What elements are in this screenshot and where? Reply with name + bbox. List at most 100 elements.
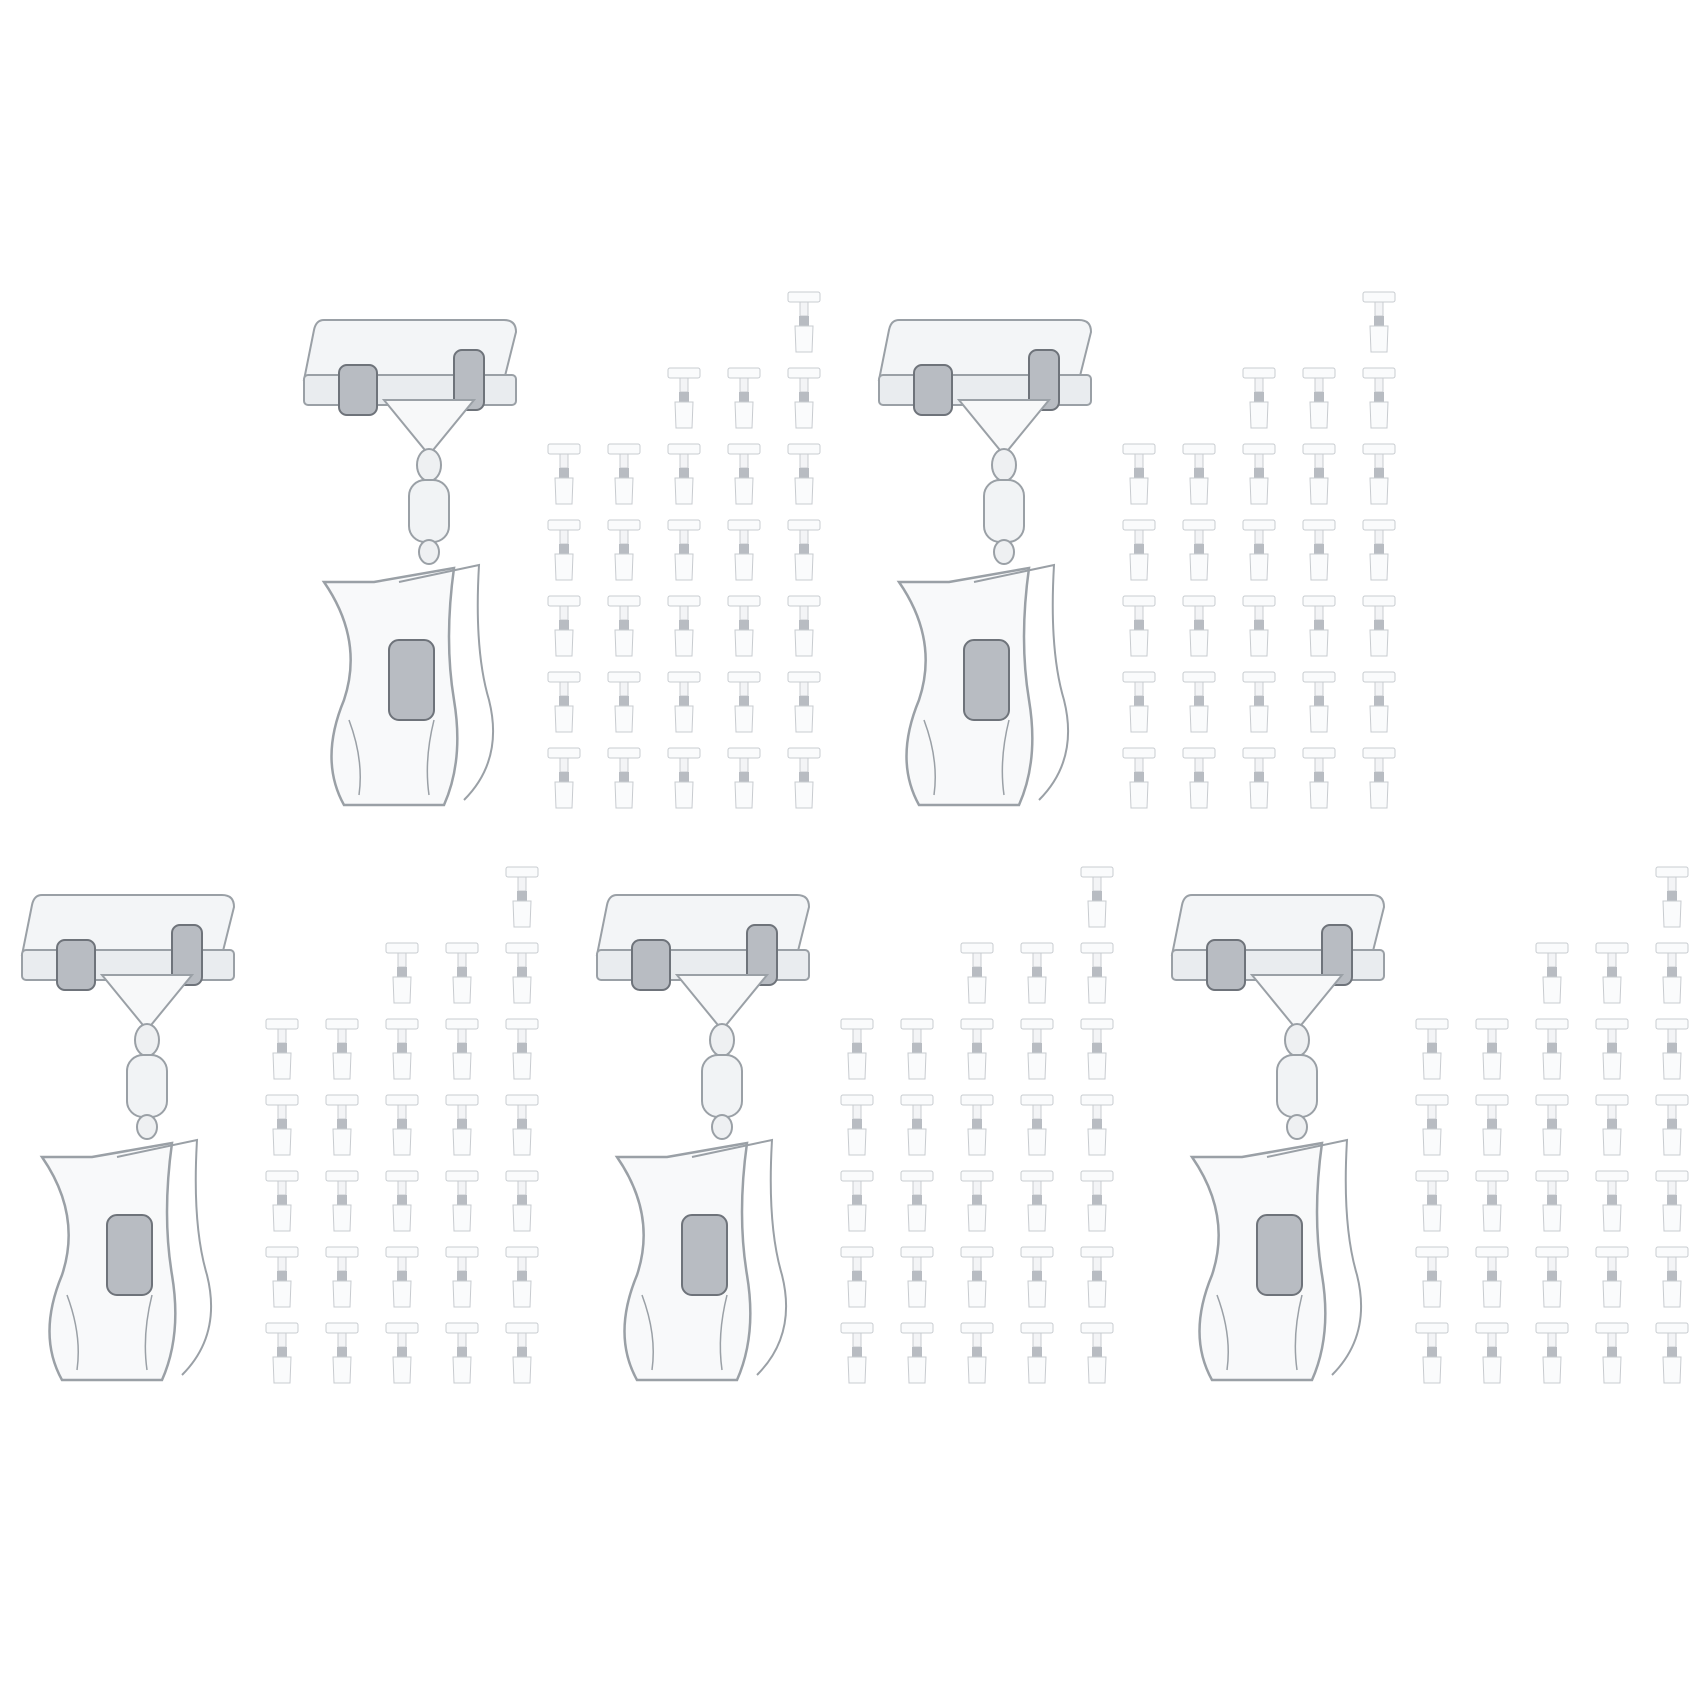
small-clip-spring (739, 696, 749, 706)
small-clip-stem (972, 952, 982, 968)
small-sign-clip (1020, 1246, 1054, 1308)
small-sign-clip (787, 595, 821, 657)
small-clip-stem (1032, 1180, 1042, 1196)
small-clip-spring (277, 1271, 287, 1281)
swivel-barrel (1276, 1054, 1318, 1118)
small-clip-stem (739, 453, 749, 469)
small-sign-clip (445, 1322, 479, 1384)
small-clip-top (787, 367, 821, 379)
small-clip-top (1415, 1170, 1449, 1182)
small-clip-body (614, 629, 634, 657)
small-clip-top (727, 671, 761, 683)
small-clip-spring (619, 468, 629, 478)
small-clip-stem (277, 1332, 287, 1348)
small-clip-spring (337, 1347, 347, 1357)
small-sign-clip (1535, 1170, 1569, 1232)
small-clip-spring (1547, 1271, 1557, 1281)
swivel-ball (991, 448, 1017, 482)
small-clip-top (727, 367, 761, 379)
small-clip-spring (1487, 1347, 1497, 1357)
small-clip-spring (1667, 1043, 1677, 1053)
small-clip-body (1129, 477, 1149, 505)
small-clip-body (1189, 553, 1209, 581)
small-clip-top (900, 1246, 934, 1258)
small-clip-top (607, 671, 641, 683)
small-clip-body (1129, 553, 1149, 581)
small-clip-spring (337, 1119, 347, 1129)
small-sign-clip (547, 443, 581, 505)
small-clip-stem (739, 377, 749, 393)
small-clip-body (674, 705, 694, 733)
small-clip-stem (1427, 1028, 1437, 1044)
small-clip-top (1362, 519, 1396, 531)
small-clip-top (265, 1246, 299, 1258)
small-clip-spring (1254, 772, 1264, 782)
small-clip-stem (852, 1104, 862, 1120)
small-clip-top (265, 1322, 299, 1334)
metal-spring-clip (1256, 1214, 1303, 1296)
small-clip-stem (1487, 1332, 1497, 1348)
small-clip-top (1302, 443, 1336, 455)
small-sign-clip (1655, 1170, 1689, 1232)
small-clip-spring (799, 772, 809, 782)
small-clip-spring (1487, 1195, 1497, 1205)
small-clip-body (1482, 1052, 1502, 1080)
small-clip-spring (1314, 772, 1324, 782)
small-clip-body (734, 781, 754, 809)
small-sign-clip (960, 1018, 994, 1080)
small-clip-top (325, 1322, 359, 1334)
small-sign-clip (667, 367, 701, 429)
small-clip-stem (1547, 1180, 1557, 1196)
small-clip-body (1662, 976, 1682, 1004)
small-clip-spring (1487, 1119, 1497, 1129)
small-clip-stem (912, 1104, 922, 1120)
small-sign-clip (1362, 443, 1396, 505)
small-clip-body (452, 1356, 472, 1384)
small-sign-clip (1535, 942, 1569, 1004)
small-clip-stem (1374, 301, 1384, 317)
small-clip-top (1595, 1094, 1629, 1106)
small-sign-clip (1415, 1094, 1449, 1156)
small-clip-top (265, 1094, 299, 1106)
small-clip-top (1302, 367, 1336, 379)
small-clip-spring (619, 772, 629, 782)
clip-jaw-back (398, 563, 495, 801)
small-clip-body (392, 1356, 412, 1384)
small-clip-top (1182, 519, 1216, 531)
small-clip-spring (457, 1043, 467, 1053)
small-clip-spring (972, 1119, 982, 1129)
clip-set (595, 866, 1114, 1384)
small-clip-top (1122, 747, 1156, 759)
swivel-ball (1284, 1023, 1310, 1057)
small-clip-body (1087, 900, 1107, 928)
small-sign-clip (1182, 671, 1216, 733)
small-clip-body (1309, 477, 1329, 505)
small-clip-spring (1092, 1271, 1102, 1281)
small-clip-stem (1374, 453, 1384, 469)
small-clip-spring (337, 1043, 347, 1053)
small-clip-spring (1547, 1043, 1557, 1053)
small-sign-clip (1415, 1322, 1449, 1384)
small-clip-top (1122, 519, 1156, 531)
small-clip-top (325, 1170, 359, 1182)
small-clip-body (794, 477, 814, 505)
small-clip-body (1087, 1204, 1107, 1232)
small-clip-body (272, 1204, 292, 1232)
small-sign-clip (385, 942, 419, 1004)
small-sign-clip (325, 1018, 359, 1080)
small-sign-clip (1242, 519, 1276, 581)
small-clip-spring (1092, 1195, 1102, 1205)
small-sign-clip (900, 1094, 934, 1156)
small-clip-top (1182, 671, 1216, 683)
small-clip-stem (679, 453, 689, 469)
small-clip-top (385, 1018, 419, 1030)
small-clip-body (1129, 781, 1149, 809)
small-clip-top (325, 1018, 359, 1030)
small-clip-stem (1487, 1180, 1497, 1196)
small-clip-stem (1314, 453, 1324, 469)
small-clip-top (1415, 1322, 1449, 1334)
small-sign-clip (325, 1170, 359, 1232)
small-clip-spring (972, 1271, 982, 1281)
small-clip-top (505, 1170, 539, 1182)
small-clip-body (332, 1128, 352, 1156)
